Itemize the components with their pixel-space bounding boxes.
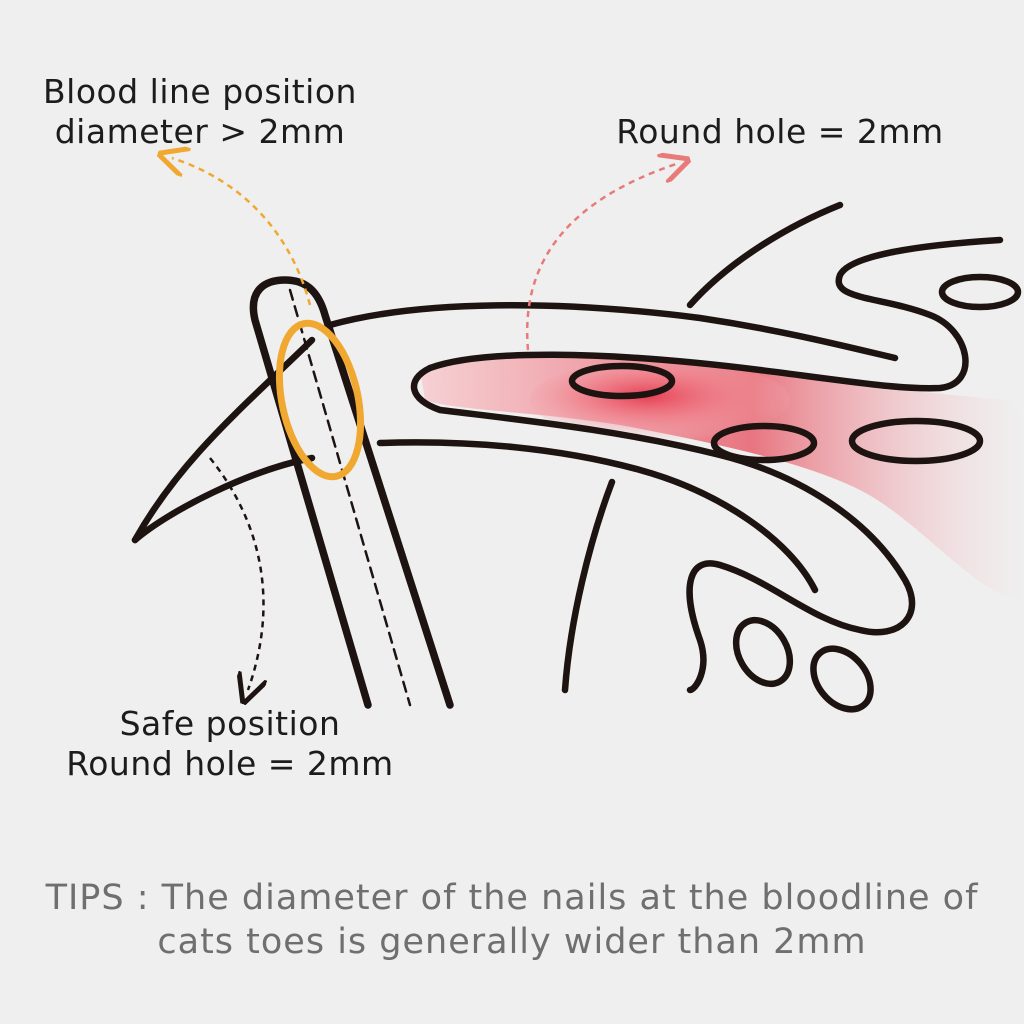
- safe-position-label-line2: Round hole = 2mm: [66, 744, 394, 783]
- safe-position-label-line1: Safe position: [119, 704, 341, 743]
- clipper-slot-icon: [249, 276, 454, 709]
- safe-position-arrow: [209, 457, 263, 690]
- claw-icon: [131, 201, 1022, 713]
- tips-line1: TIPS : The diameter of the nails at the …: [45, 878, 979, 918]
- round-hole-label: Round hole = 2mm: [600, 112, 960, 152]
- round-hole-label-line1: Round hole = 2mm: [616, 112, 944, 151]
- blood-line-label-line1: Blood line position: [43, 72, 357, 111]
- blood-line-label: Blood line position diameter > 2mm: [30, 72, 370, 152]
- blood-line-arrow: [172, 158, 312, 306]
- blood-line-label-line2: diameter > 2mm: [54, 112, 346, 151]
- safe-position-label: Safe position Round hole = 2mm: [50, 704, 410, 784]
- quick-blood-area: [420, 355, 1024, 600]
- tips-caption: TIPS : The diameter of the nails at the …: [20, 876, 1004, 964]
- blood-line-ring: [275, 319, 365, 481]
- round-hole-arrow: [525, 164, 676, 351]
- tips-line2: cats toes is generally wider than 2mm: [157, 922, 867, 962]
